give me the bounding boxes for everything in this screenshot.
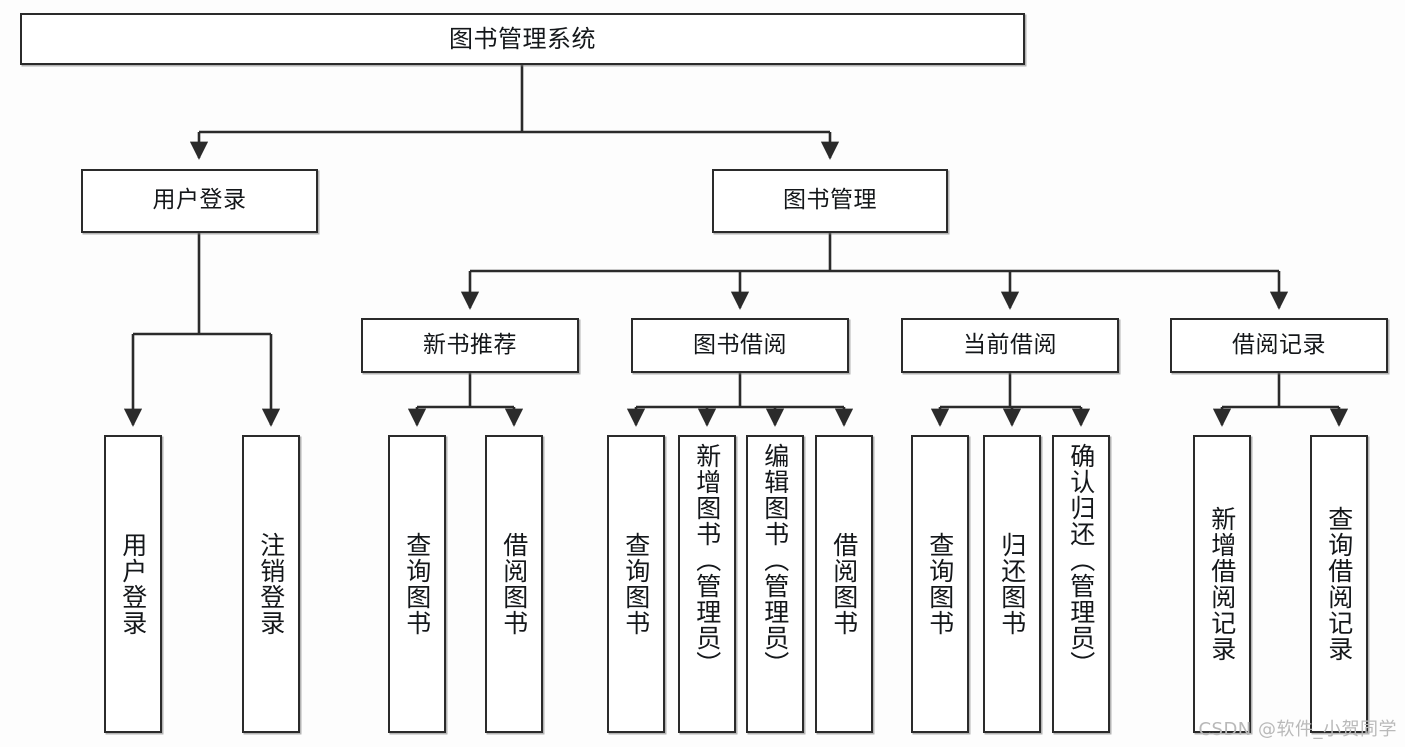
node-new-book-rec-label: 新书推荐 bbox=[423, 331, 517, 358]
node-borrow-record[interactable]: 借阅记录 bbox=[1170, 318, 1388, 373]
node-leaf-confirm-return-label: 确认归还（管理员） bbox=[1066, 443, 1096, 677]
node-leaf-return-book-label: 归还图书 bbox=[997, 532, 1027, 636]
node-leaf-return-book[interactable]: 归还图书 bbox=[983, 435, 1041, 733]
node-leaf-add-record-label: 新增借阅记录 bbox=[1207, 506, 1237, 662]
node-leaf-add-book-label: 新增图书（管理员） bbox=[692, 443, 722, 677]
node-leaf-query-book-1[interactable]: 查询图书 bbox=[388, 435, 446, 733]
node-user-login-label: 用户登录 bbox=[152, 187, 247, 214]
node-new-book-rec[interactable]: 新书推荐 bbox=[361, 318, 579, 373]
node-leaf-borrow-book-1-label: 借阅图书 bbox=[499, 532, 529, 636]
node-leaf-query-record[interactable]: 查询借阅记录 bbox=[1310, 435, 1368, 733]
node-leaf-add-book[interactable]: 新增图书（管理员） bbox=[678, 435, 736, 733]
node-leaf-query-book-2[interactable]: 查询图书 bbox=[607, 435, 665, 733]
node-leaf-borrow-book-2[interactable]: 借阅图书 bbox=[815, 435, 873, 733]
node-leaf-edit-book[interactable]: 编辑图书（管理员） bbox=[746, 435, 804, 733]
node-leaf-query-book-2-label: 查询图书 bbox=[621, 532, 651, 636]
node-leaf-confirm-return[interactable]: 确认归还（管理员） bbox=[1052, 435, 1110, 733]
node-root[interactable]: 图书管理系统 bbox=[20, 13, 1025, 65]
node-root-label: 图书管理系统 bbox=[449, 24, 596, 53]
node-leaf-query-book-1-label: 查询图书 bbox=[402, 532, 432, 636]
node-leaf-logout[interactable]: 注销登录 bbox=[242, 435, 300, 733]
node-leaf-logout-label: 注销登录 bbox=[256, 532, 286, 636]
node-borrow-record-label: 借阅记录 bbox=[1232, 331, 1326, 358]
watermark-text: CSDN @软件_小贺同学 bbox=[1198, 719, 1397, 740]
node-leaf-query-book-3-label: 查询图书 bbox=[925, 532, 955, 636]
node-leaf-borrow-book-1[interactable]: 借阅图书 bbox=[485, 435, 543, 733]
node-leaf-query-book-3[interactable]: 查询图书 bbox=[911, 435, 969, 733]
node-current-borrow[interactable]: 当前借阅 bbox=[901, 318, 1119, 373]
node-book-borrow-label: 图书借阅 bbox=[693, 331, 787, 358]
node-leaf-add-record[interactable]: 新增借阅记录 bbox=[1193, 435, 1251, 733]
node-book-borrow[interactable]: 图书借阅 bbox=[631, 318, 849, 373]
node-leaf-user-login-label: 用户登录 bbox=[118, 532, 148, 636]
node-leaf-borrow-book-2-label: 借阅图书 bbox=[829, 532, 859, 636]
node-leaf-query-record-label: 查询借阅记录 bbox=[1324, 506, 1354, 662]
node-book-manage-label: 图书管理 bbox=[783, 187, 877, 214]
node-leaf-user-login[interactable]: 用户登录 bbox=[104, 435, 162, 733]
node-leaf-edit-book-label: 编辑图书（管理员） bbox=[760, 443, 790, 677]
node-book-manage[interactable]: 图书管理 bbox=[712, 169, 948, 233]
node-user-login[interactable]: 用户登录 bbox=[81, 169, 318, 233]
node-current-borrow-label: 当前借阅 bbox=[963, 331, 1057, 358]
